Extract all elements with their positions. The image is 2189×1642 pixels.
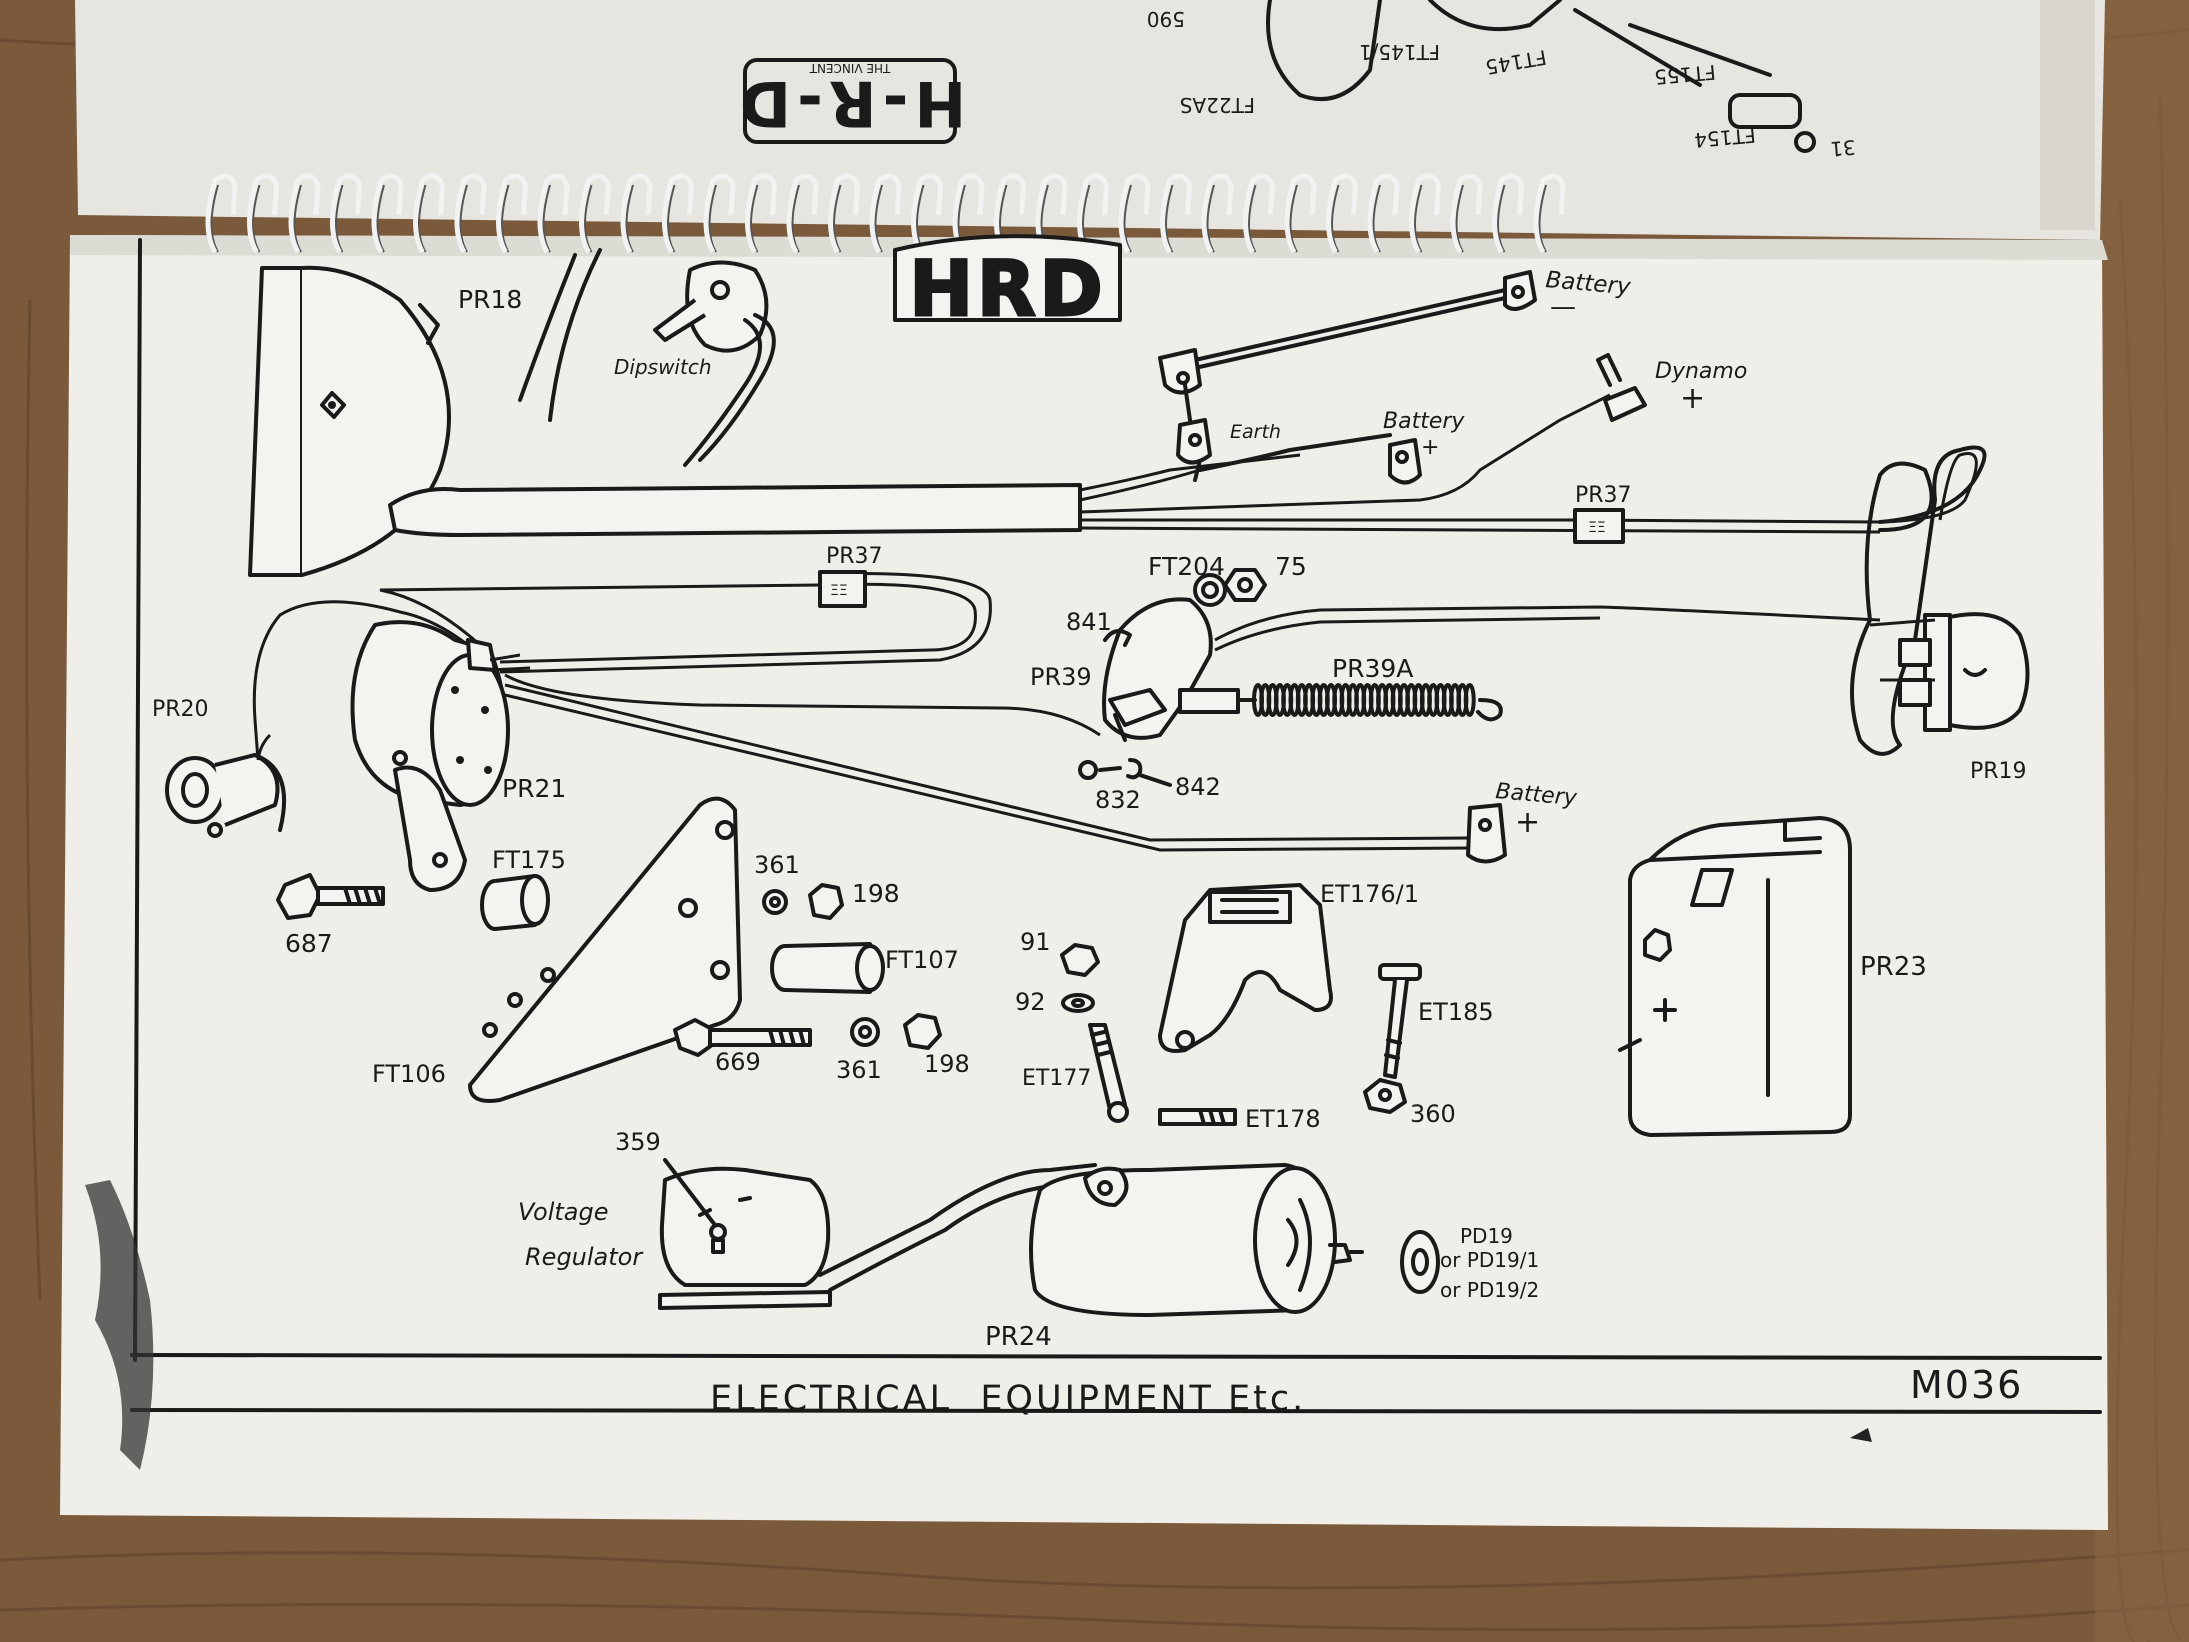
- contact-breaker-pr21: [350, 620, 531, 892]
- label-voltage: Voltage: [518, 1198, 608, 1226]
- label-ft204: FT204: [1148, 552, 1225, 581]
- top-label-31: 31: [1829, 135, 1856, 161]
- label-ft106: FT106: [372, 1060, 446, 1088]
- top-label-ft145-1: FT145/1: [1359, 40, 1440, 64]
- bolt-et177: [1088, 1023, 1129, 1123]
- label-earth: Earth: [1230, 421, 1281, 443]
- label-669: 669: [715, 1048, 761, 1076]
- label-pr37-left: PR37: [826, 544, 883, 569]
- svg-text:ΞΞ: ΞΞ: [830, 583, 848, 599]
- label-pr39a: PR39A: [1332, 654, 1413, 683]
- screw-832: [1078, 760, 1122, 780]
- sheet-title: ELECTRICAL EQUIPMENT Etc.: [710, 1379, 1306, 1419]
- top-label-ft155: FT155: [1653, 60, 1716, 89]
- label-361-top: 361: [754, 851, 800, 879]
- switch-pr39: [1102, 568, 1881, 742]
- label-battery-positive-top-sign: +: [1421, 435, 1439, 460]
- label-et177: ET177: [1022, 1066, 1091, 1091]
- label-dipswitch: Dipswitch: [614, 355, 712, 379]
- label-832: 832: [1095, 786, 1141, 814]
- sheet-logo-text: HRD: [909, 244, 1106, 333]
- label-pd19-2: or PD19/2: [1440, 1278, 1539, 1302]
- horn-pr20: [165, 733, 287, 838]
- wiring-harness: [388, 393, 1978, 537]
- label-dynamo-sign: +: [1680, 381, 1705, 416]
- svg-text:ΞΞ: ΞΞ: [1588, 520, 1606, 536]
- top-label-ft22as: FT22AS: [1180, 93, 1255, 117]
- spacer-ft175: [480, 874, 550, 931]
- label-regulator: Regulator: [525, 1243, 644, 1271]
- sheet-logo: HRD: [893, 234, 1122, 335]
- label-359: 359: [615, 1128, 661, 1156]
- label-842: 842: [1175, 773, 1221, 801]
- label-841: 841: [1066, 608, 1112, 636]
- top-page-logo-subtext: THE VINCENT: [809, 61, 891, 75]
- label-pr39: PR39: [1030, 663, 1092, 691]
- manual-sheet: [60, 235, 2108, 1530]
- label-battery-positive-mid-sign: +: [1515, 805, 1540, 840]
- spacer-ft107: [770, 942, 885, 994]
- label-75: 75: [1275, 552, 1307, 581]
- label-198-top: 198: [852, 879, 900, 908]
- label-pr21: PR21: [502, 774, 566, 803]
- label-et176-1: ET176/1: [1320, 880, 1419, 908]
- label-pd19-1: or PD19/1: [1440, 1248, 1539, 1272]
- label-ft107: FT107: [885, 946, 959, 974]
- label-198-bottom: 198: [924, 1050, 970, 1078]
- spring-pr39a: [1236, 683, 1503, 722]
- sheet-code: M036: [1910, 1363, 2023, 1407]
- plate-ft106: [468, 796, 742, 1103]
- label-dynamo: Dynamo: [1655, 359, 1747, 384]
- label-pr24: PR24: [985, 1322, 1052, 1352]
- label-pr20: PR20: [152, 697, 209, 722]
- label-battery-positive-top: Battery: [1383, 409, 1465, 434]
- top-label-ft154: FT154: [1693, 123, 1756, 152]
- label-et185: ET185: [1418, 998, 1494, 1026]
- bolt-687: [276, 873, 385, 920]
- label-91: 91: [1020, 928, 1051, 956]
- clamp-et176-1: [1158, 883, 1333, 1053]
- label-battery-negative-sign: —: [1550, 292, 1576, 322]
- label-et178: ET178: [1245, 1105, 1321, 1133]
- top-page-logo: H-R-D THE VINCENT: [734, 58, 967, 144]
- label-92: 92: [1015, 988, 1046, 1016]
- top-page: H-R-D THE VINCENT 590 FT145/1 FT145 FT15…: [75, 0, 2105, 240]
- screw-et178: [1158, 1108, 1237, 1126]
- tool-et185: [1378, 963, 1422, 1079]
- label-pr18: PR18: [458, 285, 522, 314]
- label-pd19: PD19: [1460, 1224, 1513, 1248]
- label-pr23: PR23: [1860, 952, 1927, 982]
- label-360: 360: [1410, 1100, 1456, 1128]
- battery-pr23: [1618, 816, 1852, 1137]
- dipswitch: [653, 260, 776, 467]
- label-ft175: FT175: [492, 846, 566, 874]
- top-label-590: 590: [1147, 7, 1185, 31]
- label-pr19: PR19: [1970, 759, 2027, 784]
- washer-pd19: [1400, 1230, 1440, 1294]
- tail-lamp-pr19: [1869, 612, 2030, 732]
- top-page-logo-text: H-R-D: [734, 67, 967, 140]
- dynamo-pr24: [1029, 1163, 1364, 1317]
- voltage-regulator: [658, 1166, 832, 1310]
- label-687: 687: [285, 929, 333, 958]
- bolt-669: [673, 1018, 812, 1057]
- label-361-bottom: 361: [836, 1056, 882, 1084]
- label-pr37-right: PR37: [1575, 483, 1632, 508]
